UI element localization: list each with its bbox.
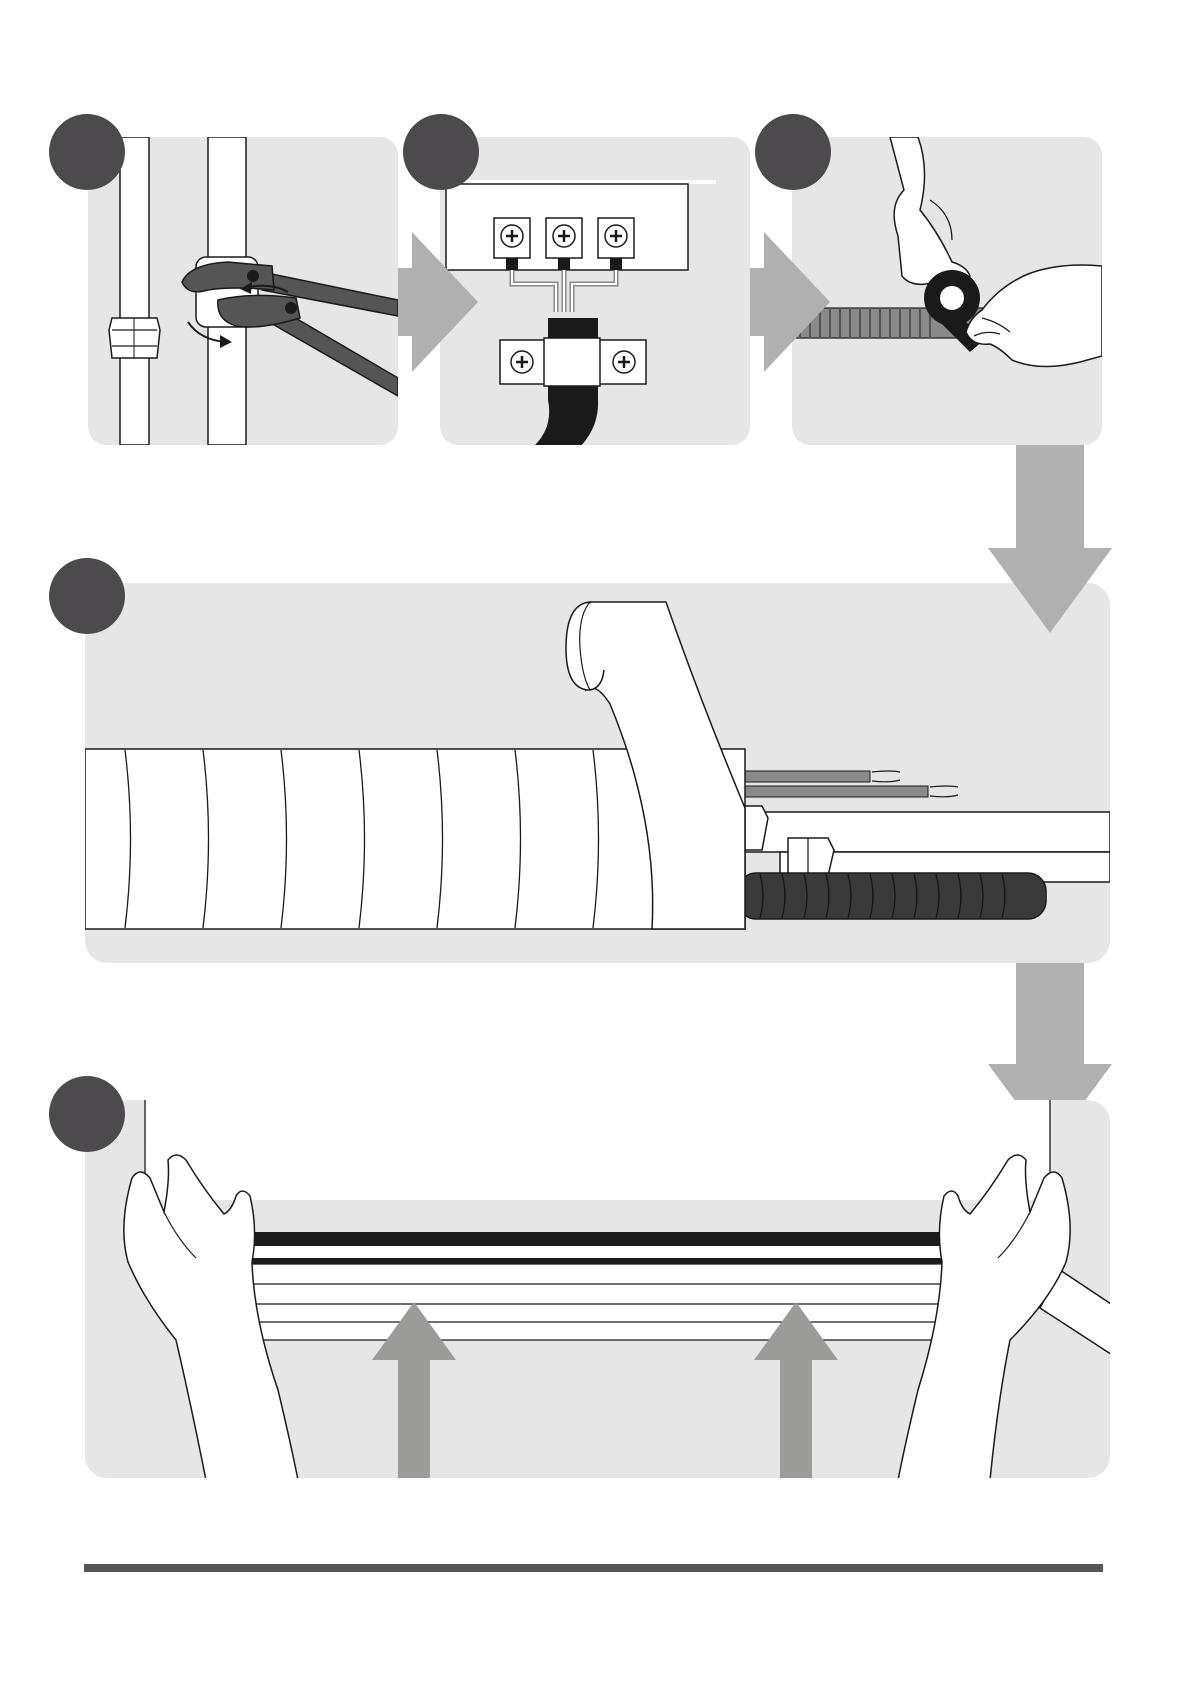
step-5-panel: [49, 1076, 1120, 1480]
step-1-panel: [49, 114, 398, 445]
step-1-badge: [49, 114, 125, 190]
footer-rule: [84, 1564, 1103, 1572]
step-2-badge: [403, 114, 479, 190]
step-4-panel: [49, 558, 1110, 963]
step-3-badge: [755, 114, 831, 190]
step-4-badge: [49, 558, 125, 634]
hands-lifting-unit-icon: [124, 1100, 1120, 1480]
step-5-badge: [49, 1076, 125, 1152]
